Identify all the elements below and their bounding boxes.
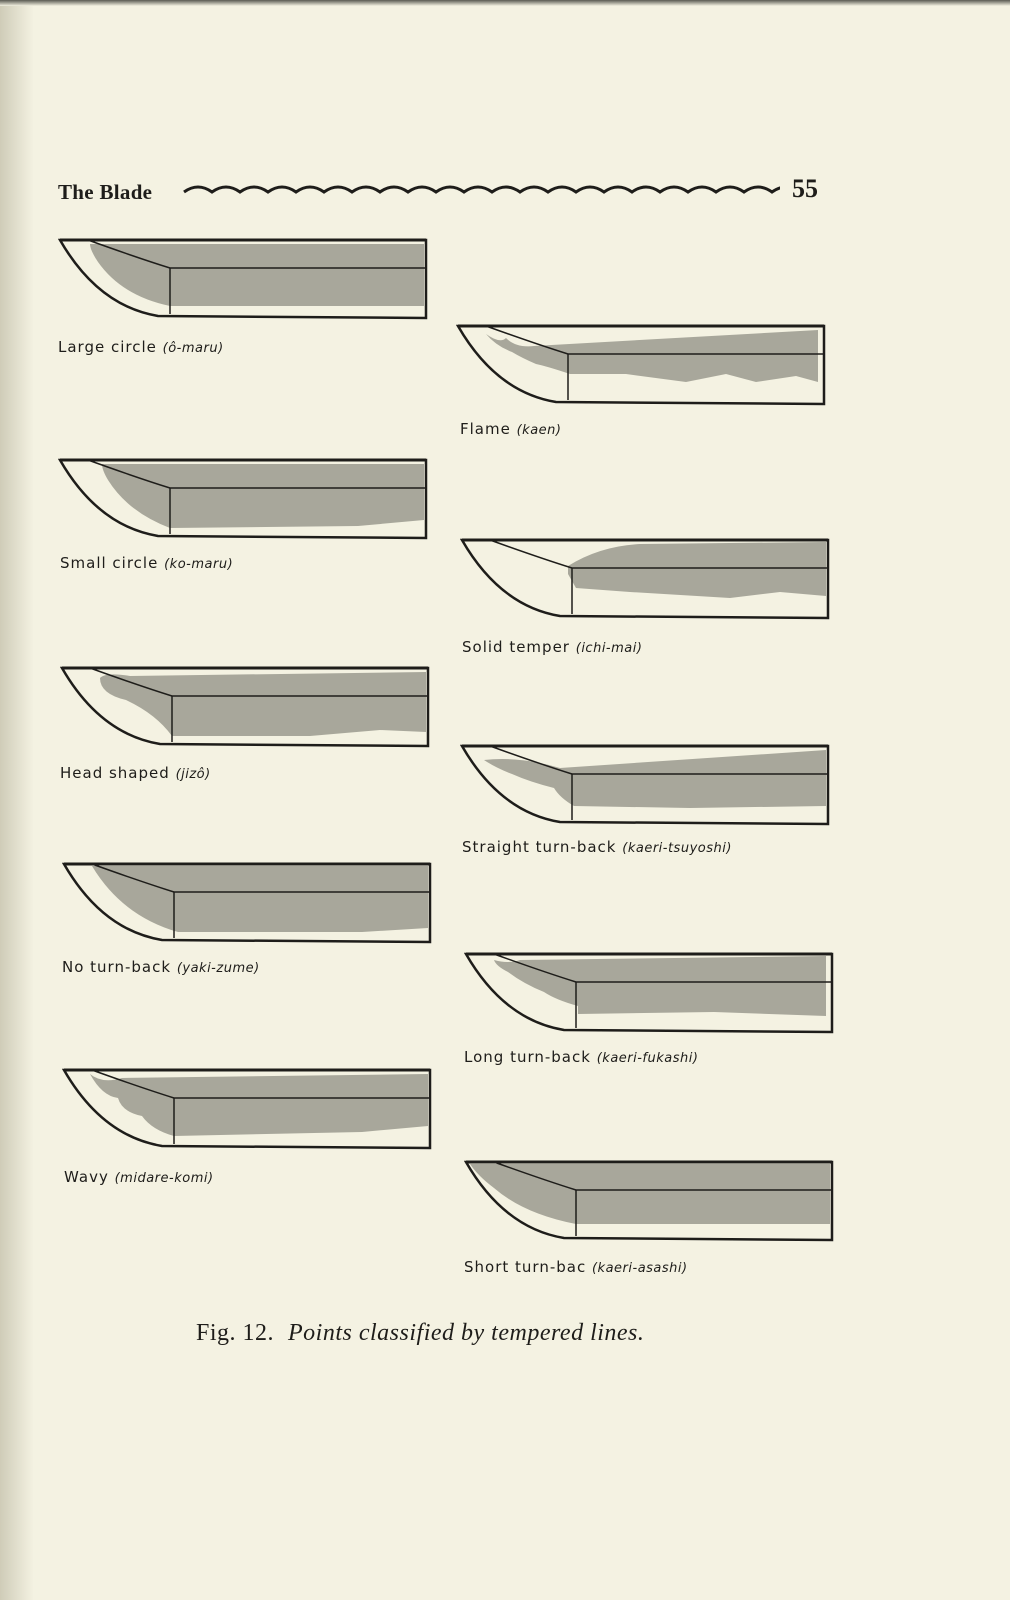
blade-small-circle (58, 458, 428, 540)
figure-label: Fig. 12. (196, 1320, 275, 1346)
caption-head-shaped: Head shaped (jizô) (60, 764, 211, 782)
point-name: Straight turn-back (462, 838, 617, 856)
point-term: (kaen) (516, 423, 562, 438)
ridge-line (493, 953, 832, 983)
ridge-line (89, 667, 428, 697)
caption-flame: Flame (kaen) (460, 420, 562, 438)
point-name: Long turn-back (464, 1048, 591, 1066)
page-top-edge (0, 0, 1010, 6)
point-term: (yaki-zume) (176, 961, 260, 976)
point-name: Wavy (64, 1168, 109, 1186)
blade-outline (460, 538, 830, 620)
running-title: The Blade (58, 180, 153, 204)
ridge-line (91, 863, 430, 893)
temper-line (90, 244, 424, 306)
point-name: Head shaped (60, 764, 170, 782)
caption-short-turn-back: Short turn-bac (kaeri-asashi) (464, 1258, 688, 1276)
temper-line (568, 542, 826, 598)
point-name: Solid temper (462, 638, 570, 656)
point-name: Large circle (58, 338, 157, 356)
point-term: (kaeri-asashi) (591, 1261, 688, 1276)
point-name: No turn-back (62, 958, 172, 976)
blade-flame (456, 324, 826, 406)
point-term: (kaeri-fukashi) (596, 1051, 699, 1066)
temper-line (484, 750, 826, 808)
caption-small-circle: Small circle (ko-maru) (60, 554, 233, 572)
figure-title: Points classified by tempered lines. (288, 1320, 645, 1346)
blade-outline (60, 666, 430, 748)
point-term: (ichi-mai) (575, 641, 643, 656)
blade-no-turn-back (62, 862, 432, 944)
blade-outline (58, 238, 428, 320)
blade-outline (464, 952, 834, 1034)
temper-line (494, 956, 826, 1016)
point-name: Short turn-bac (464, 1258, 587, 1276)
temper-line (102, 464, 424, 528)
figure-caption: Fig. 12. Points classified by tempered li… (196, 1320, 644, 1347)
blade-outline (456, 324, 826, 406)
blade-large-circle (58, 238, 428, 320)
point-term: (ô-maru) (162, 341, 224, 356)
blade-outline (62, 862, 432, 944)
point-term: (kaeri-tsuyoshi) (622, 841, 732, 856)
caption-large-circle: Large circle (ô-maru) (58, 338, 224, 356)
blade-wavy (62, 1068, 432, 1150)
ridge-line (87, 239, 426, 269)
caption-solid-temper: Solid temper (ichi-mai) (462, 638, 642, 656)
wavy-header-rule (183, 185, 780, 194)
temper-line (92, 866, 428, 932)
temper-line (486, 330, 818, 382)
blade-outline (460, 744, 830, 826)
page-gutter-shadow (0, 0, 34, 1600)
blade-outline (58, 458, 428, 540)
page-number: 55 (792, 174, 818, 203)
point-term: (midare-komi) (114, 1171, 214, 1186)
blade-head-shaped (60, 666, 430, 748)
blade-long-turn-back (464, 952, 834, 1034)
temper-line (100, 672, 426, 736)
caption-no-turn-back: No turn-back (yaki-zume) (62, 958, 260, 976)
blade-solid-temper (460, 538, 830, 620)
blade-short-turn-back (464, 1160, 834, 1242)
ridge-line (87, 459, 426, 489)
blade-outline (464, 1160, 834, 1242)
ridge-line (485, 325, 824, 355)
ridge-line (489, 745, 828, 775)
temper-line (470, 1164, 830, 1224)
ridge-line (91, 1069, 430, 1099)
temper-line (90, 1074, 428, 1136)
blade-straight-turn-back (460, 744, 830, 826)
blade-outline (62, 1068, 432, 1150)
point-name: Flame (460, 420, 511, 438)
caption-wavy: Wavy (midare-komi) (64, 1168, 214, 1186)
point-term: (jizô) (175, 767, 211, 782)
ridge-line (493, 1161, 832, 1191)
caption-straight-turn-back: Straight turn-back (kaeri-tsuyoshi) (462, 838, 732, 856)
caption-long-turn-back: Long turn-back (kaeri-fukashi) (464, 1048, 698, 1066)
ridge-line (489, 539, 828, 569)
point-term: (ko-maru) (164, 557, 234, 572)
point-name: Small circle (60, 554, 159, 572)
